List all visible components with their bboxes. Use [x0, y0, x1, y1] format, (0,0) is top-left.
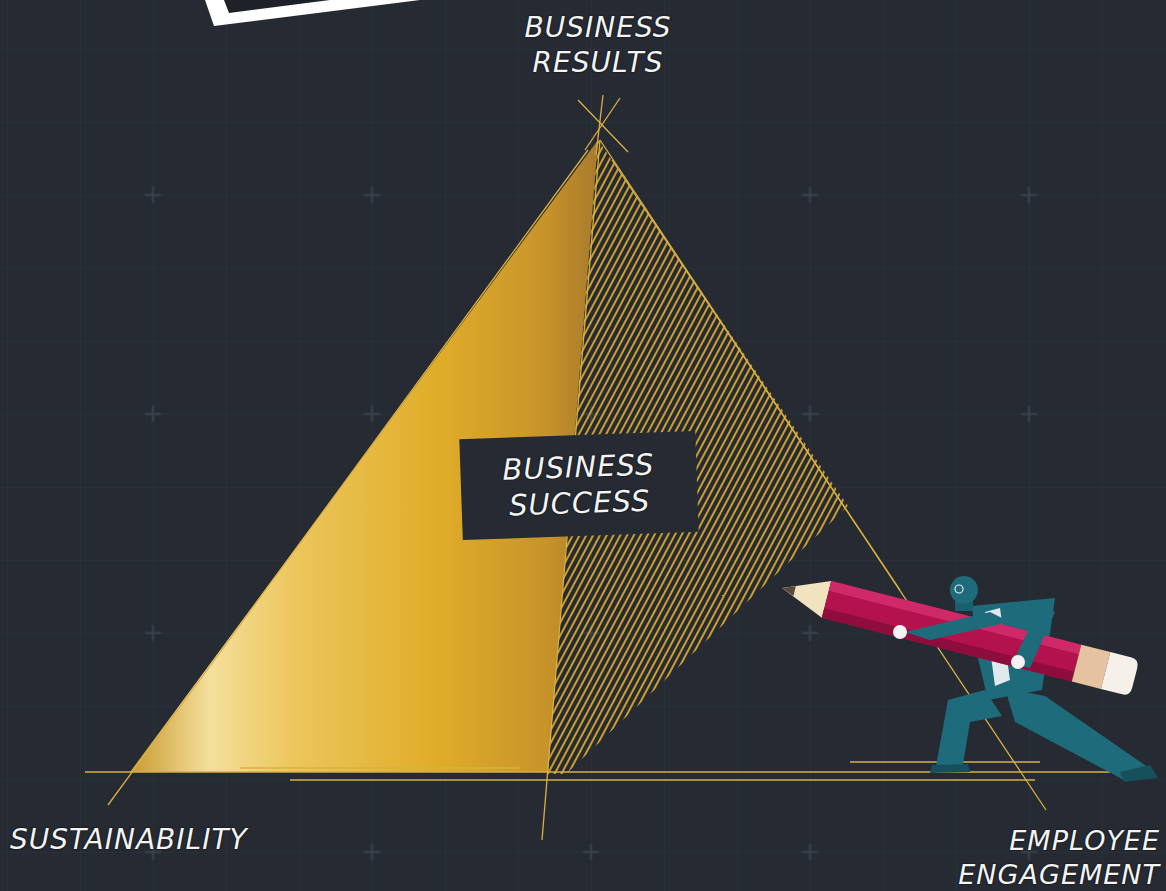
man-arm	[1012, 606, 1055, 668]
pencil-eraser	[1101, 652, 1139, 696]
man-leg	[936, 690, 1002, 770]
sketch-lines	[85, 95, 1110, 840]
man-arm	[905, 612, 1010, 640]
vertex-label: BUSINESS RESULTS	[483, 10, 713, 80]
man-shoe	[1120, 765, 1158, 782]
node-text: BUSINESS SUCCESS	[478, 445, 680, 524]
man-hand	[1011, 655, 1025, 669]
man-head	[950, 576, 978, 604]
corner-tag-inner	[224, 0, 330, 13]
label-box: BUSINESS SUCCESS	[459, 430, 698, 539]
corner-tag	[205, 0, 420, 26]
vertex-label: SUSTAINABILITY	[10, 822, 330, 857]
pencil-lead	[781, 583, 796, 596]
man-figure	[930, 576, 1158, 782]
man-shoe	[930, 764, 970, 773]
man-arms	[893, 606, 1055, 669]
pencil-tip	[777, 570, 831, 618]
sketch-line	[585, 98, 620, 150]
pencil	[777, 570, 1139, 697]
man-glasses	[955, 585, 963, 593]
sketch-line	[290, 779, 1035, 780]
man-leg	[1005, 688, 1152, 780]
vertex-label: EMPLOYEE ENGAGEMENT	[928, 824, 1160, 891]
man-hand	[893, 625, 907, 639]
pencil-body	[822, 581, 1081, 682]
sketch-line	[240, 767, 520, 768]
